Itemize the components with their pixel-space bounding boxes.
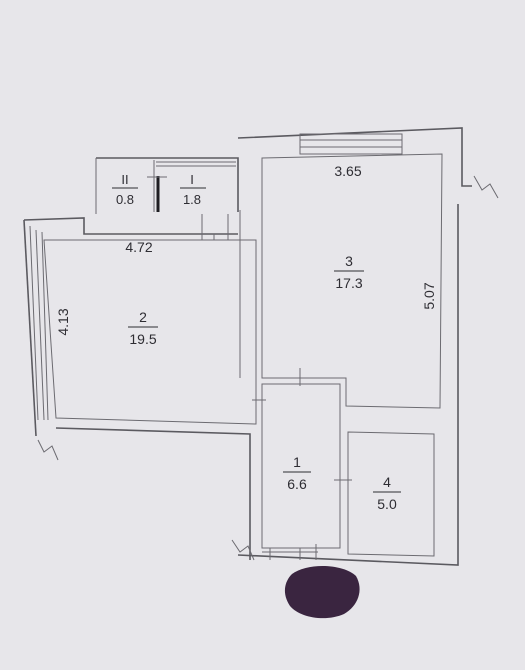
room-number-3: 3 [345,253,353,269]
room-number-I: I [190,172,194,187]
room-label-II: II 0.8 [112,172,138,207]
room-label-I: I 1.8 [180,172,206,207]
room-area-2: 19.5 [129,331,156,347]
dimension-room3-width: 3.65 [334,163,361,179]
room-number-4: 4 [383,474,391,490]
room-area-4: 5.0 [377,496,397,512]
room-area-1: 6.6 [287,476,307,492]
dimension-room3-depth: 5.07 [421,282,437,309]
dimension-room2-depth: 4.13 [55,308,71,335]
room-label-1: 1 6.6 [283,454,311,492]
room-area-II: 0.8 [116,192,134,207]
walls [23,127,499,566]
room-number-II: II [121,172,128,187]
room-area-I: 1.8 [183,192,201,207]
ink-stamp [284,565,360,619]
room-number-2: 2 [139,309,147,325]
room-area-3: 17.3 [335,275,362,291]
room-number-1: 1 [293,454,301,470]
window-room-3 [299,133,403,155]
room-label-4: 4 5.0 [373,474,401,512]
room-label-2: 2 19.5 [128,309,158,347]
room-label-3: 3 17.3 [334,253,364,291]
dimension-room2-width: 4.72 [125,239,152,255]
